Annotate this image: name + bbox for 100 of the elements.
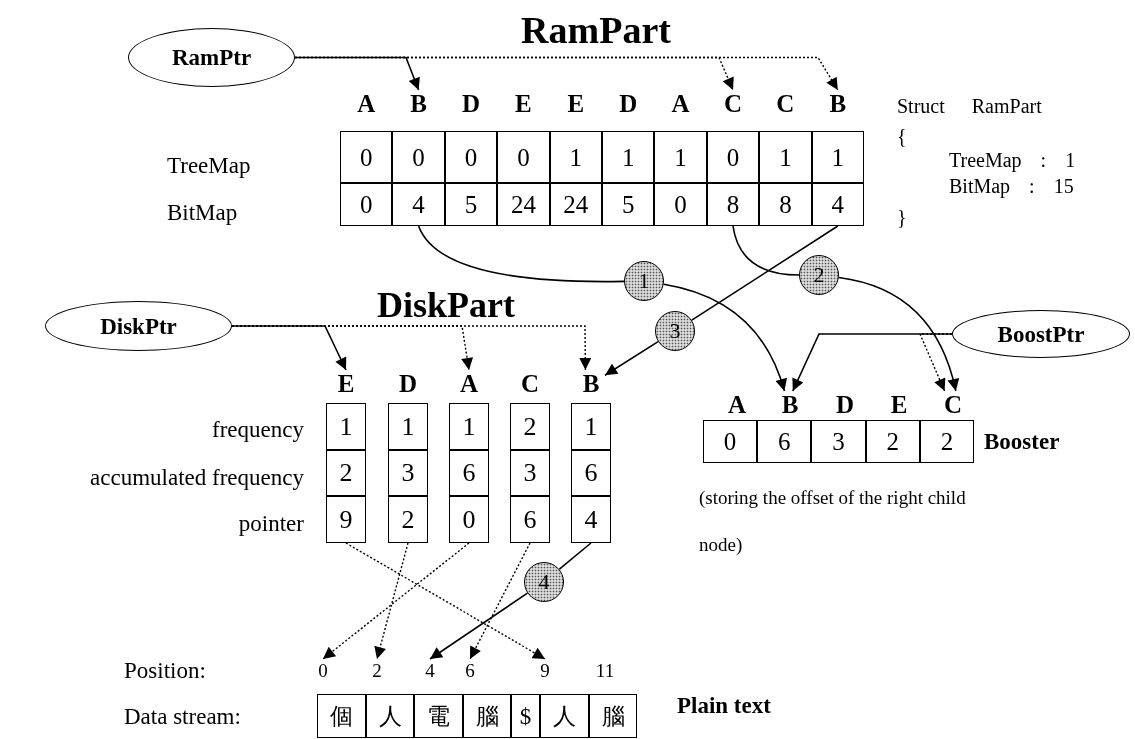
row-label: Position:: [124, 658, 206, 682]
note: (storing the offset of the right child node): [699, 486, 967, 557]
table-cell: 0: [340, 131, 393, 183]
table-cell: 3: [811, 420, 866, 463]
row-label: BitMap: [167, 200, 238, 224]
stream-cell: $: [511, 694, 540, 738]
caption-label: Plain text: [677, 693, 771, 717]
arrow: [345, 542, 546, 660]
arrow: [469, 542, 531, 660]
stream-cell: 人: [366, 694, 414, 738]
table-cell: 4: [811, 183, 864, 226]
arrow: [294, 56, 839, 91]
column-letter: C: [520, 370, 540, 396]
table-cell: 6: [571, 450, 611, 496]
column-letter: E: [567, 90, 585, 116]
connector-line: [417, 225, 625, 283]
brace: }: [897, 207, 907, 227]
column-letter: D: [619, 90, 638, 116]
row-label: Data stream:: [124, 704, 241, 728]
table-cell: 1: [654, 131, 707, 183]
table-cell: 0: [340, 183, 393, 226]
column-letter: C: [776, 90, 795, 116]
row-label: pointer: [238, 511, 304, 535]
column-letter: D: [461, 90, 481, 116]
arrow: [374, 542, 409, 660]
arrow: [322, 542, 470, 660]
table-cell: 5: [602, 183, 655, 226]
table-cell: 0: [449, 496, 489, 543]
title: DiskPart: [377, 287, 515, 323]
stream-cell: 腦: [589, 694, 637, 738]
position-number: 9: [536, 659, 554, 681]
position-number: 0: [314, 659, 332, 681]
table-cell: 1: [571, 403, 611, 450]
arrow: [231, 325, 592, 371]
table-cell: 0: [497, 131, 550, 183]
step-circle: 1: [624, 261, 664, 301]
pointer-ellipse: DiskPtr: [45, 301, 232, 351]
pointer-ellipse: RamPtr: [128, 28, 295, 87]
table-cell: 6: [510, 496, 550, 543]
stream-cell: 電: [414, 694, 463, 738]
table-cell: 2: [326, 450, 366, 496]
table-cell: 1: [549, 131, 602, 183]
connector-line: [558, 542, 592, 571]
column-letter: E: [890, 391, 908, 417]
stream-cell: 腦: [463, 694, 511, 738]
column-letter: C: [719, 90, 747, 116]
column-letter: B: [577, 370, 605, 396]
table-cell: 24: [497, 183, 550, 226]
arrow: [918, 333, 953, 392]
table-cell: 1: [759, 131, 812, 183]
struct-field: TreeMap : 1: [949, 150, 1076, 170]
connector-line: [691, 225, 839, 321]
column-letter: B: [776, 391, 804, 417]
table-cell: 2: [510, 403, 550, 450]
row-label: frequency: [212, 417, 304, 441]
table-cell: 1: [326, 403, 366, 450]
table-cell: 2: [865, 420, 920, 463]
column-letter: B: [823, 90, 852, 116]
struct-field: BitMap : 15: [949, 176, 1074, 196]
table-cell: 5: [444, 183, 498, 226]
table-cell: 1: [449, 403, 489, 450]
struct-text: Struct RamPart: [897, 96, 1042, 116]
pointer-ellipse: BoostPtr: [952, 310, 1130, 358]
table-cell: 6: [757, 420, 812, 463]
column-letter: E: [515, 90, 532, 116]
step-circle: 4: [524, 562, 564, 602]
row-label: Booster: [984, 429, 1060, 453]
brace: {: [897, 126, 907, 146]
table-cell: 3: [510, 450, 550, 496]
column-letter: E: [332, 370, 360, 396]
column-letter: A: [671, 90, 690, 116]
row-label: accumulated frequency: [90, 465, 304, 489]
column-letter: D: [398, 370, 418, 396]
position-number: 4: [421, 659, 439, 681]
step-circle: 3: [655, 311, 695, 351]
column-letter: A: [357, 90, 376, 116]
table-cell: 1: [811, 131, 864, 183]
column-letter: A: [727, 391, 747, 417]
table-cell: 1: [388, 403, 428, 450]
step-circle: 2: [799, 255, 839, 295]
arrow: [604, 340, 659, 376]
table-cell: 1: [602, 131, 655, 183]
connector-line: [732, 225, 800, 276]
table-cell: 2: [919, 420, 974, 463]
table-cell: 8: [759, 183, 812, 226]
table-cell: 3: [388, 450, 428, 496]
position-number: 2: [368, 659, 386, 681]
table-cell: 0: [654, 183, 707, 226]
stream-cell: 人: [540, 694, 589, 738]
table-cell: 24: [549, 183, 602, 226]
table-cell: 6: [449, 450, 489, 496]
table-cell: 0: [444, 131, 498, 183]
table-cell: 0: [392, 131, 445, 183]
arrow: [294, 56, 420, 91]
arrow: [838, 276, 959, 392]
table-cell: 8: [706, 183, 760, 226]
arrow: [662, 283, 787, 392]
table-cell: 4: [571, 496, 611, 543]
column-letter: C: [939, 391, 967, 417]
position-number: 11: [595, 660, 615, 680]
